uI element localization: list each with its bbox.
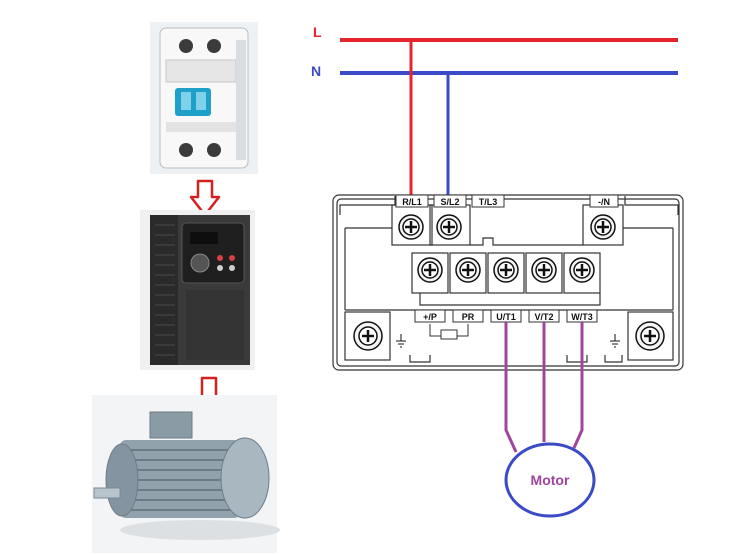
screw-icon <box>590 214 616 240</box>
line-l-label: L <box>313 24 322 40</box>
terminal-label-pr: PR <box>462 312 475 322</box>
terminal-label-rl1: R/L1 <box>402 197 422 207</box>
ground-symbol-icon <box>396 334 406 348</box>
screw-icon <box>493 257 519 283</box>
line-n-label: N <box>311 63 321 79</box>
inverter-icon <box>140 210 255 370</box>
terminal-label-sl2: S/L2 <box>440 197 459 207</box>
bottom-terminal-labels: +/P PR U/T1 V/T2 W/T3 <box>414 309 598 340</box>
screw-icon <box>417 257 443 283</box>
screw-icon <box>569 257 595 283</box>
flow-arrow-icon <box>189 179 221 217</box>
screw-icon <box>531 257 557 283</box>
ground-screw-icon <box>635 321 665 351</box>
screw-icon <box>455 257 481 283</box>
terminal-label-tl3: T/L3 <box>479 197 498 207</box>
ground-screw-icon <box>353 321 383 351</box>
ground-symbol-icon <box>610 334 620 348</box>
top-terminal-labels: R/L1 S/L2 T/L3 -/N <box>395 194 619 208</box>
terminal-label-wt3: W/T3 <box>571 312 593 322</box>
motor-label: Motor <box>531 472 570 488</box>
terminal-label-vt2: V/T2 <box>534 312 553 322</box>
motor-wires <box>504 322 584 453</box>
terminal-label-p: +/P <box>423 312 437 322</box>
terminal-label-n: -/N <box>598 197 610 207</box>
terminal-label-ut1: U/T1 <box>496 312 516 322</box>
motor-symbol <box>504 442 596 518</box>
screw-icon <box>398 214 424 240</box>
breaker-icon <box>150 22 258 174</box>
screw-icon <box>436 214 462 240</box>
lower-screws <box>417 257 595 283</box>
top-screws <box>398 214 616 240</box>
motor-icon <box>92 395 280 553</box>
